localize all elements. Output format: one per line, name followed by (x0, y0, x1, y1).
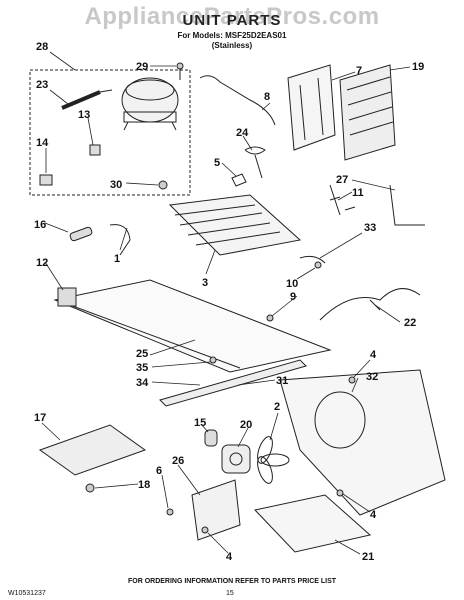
callout-24: 24 (236, 127, 249, 139)
model-info: For Models: MSF25D2EAS01 (Stainless) (0, 31, 464, 51)
screw-part-6[interactable] (166, 508, 174, 516)
pad-part[interactable] (38, 424, 147, 476)
finish-line: (Stainless) (211, 41, 253, 50)
ordering-note: FOR ORDERING INFORMATION REFER TO PARTS … (127, 578, 337, 585)
callout-17: 17 (34, 412, 46, 424)
callout-5: 5 (214, 157, 220, 169)
bolt-part[interactable] (176, 62, 184, 80)
shroud-part[interactable] (287, 64, 336, 151)
callout-27: 27 (336, 174, 348, 186)
drain-clip-part[interactable] (329, 196, 356, 211)
callout-4-bottom: 4 (226, 551, 233, 563)
watermark: AppliancePartsPros.com (84, 3, 380, 30)
callout-2: 2 (274, 401, 280, 413)
callout-30: 30 (110, 179, 122, 191)
callout-28: 28 (36, 41, 48, 53)
tube-part[interactable] (69, 226, 93, 242)
callout-33: 33 (364, 222, 376, 234)
callout-11: 11 (352, 187, 364, 199)
grommet-part[interactable] (158, 180, 168, 190)
callout-3: 3 (202, 277, 208, 289)
base-frame-part[interactable] (53, 279, 332, 373)
screw-part-9[interactable] (266, 314, 274, 322)
bracket-part[interactable] (57, 287, 77, 307)
callout-29: 29 (136, 61, 148, 73)
drain-tube-part[interactable] (329, 184, 425, 226)
callout-9: 9 (290, 291, 296, 303)
callout-10: 10 (286, 278, 298, 290)
callout-23: 23 (36, 79, 48, 91)
wire-harness-part[interactable] (319, 288, 421, 321)
callout-4-right: 4 (370, 509, 377, 521)
callout-16: 16 (34, 219, 46, 231)
fan-blade-part[interactable] (255, 435, 290, 485)
start-device-part[interactable] (39, 174, 53, 186)
page-number: 15 (226, 590, 234, 597)
screw-part-35[interactable] (209, 356, 217, 364)
motor-bracket-part[interactable] (191, 479, 241, 541)
screw-part-4b[interactable] (336, 489, 344, 497)
screw-part-4a[interactable] (348, 376, 356, 384)
callout-6: 6 (156, 465, 162, 477)
callout-13: 13 (78, 109, 90, 121)
callout-15: 15 (194, 417, 206, 429)
page-title: UNIT PARTS (182, 12, 282, 29)
grommet-part-15[interactable] (204, 429, 218, 447)
callout-8: 8 (264, 91, 270, 103)
compressor[interactable] (121, 77, 179, 131)
condenser-part[interactable] (168, 194, 302, 256)
coil-part[interactable] (244, 146, 266, 179)
callout-32: 32 (366, 371, 378, 383)
callout-19: 19 (412, 61, 424, 73)
callout-7: 7 (356, 65, 362, 77)
document-id: W10531237 (8, 590, 46, 597)
relay-part[interactable] (61, 89, 113, 110)
screw-part-10[interactable] (314, 261, 322, 269)
callout-34: 34 (136, 377, 149, 389)
fan-housing-part[interactable] (279, 369, 446, 516)
models-line: For Models: MSF25D2EAS01 (177, 31, 287, 40)
callout-18: 18 (138, 479, 150, 491)
callout-26: 26 (172, 455, 184, 467)
harness-part[interactable] (109, 224, 131, 256)
callout-22: 22 (404, 317, 416, 329)
clip-part[interactable] (231, 173, 247, 187)
callout-21: 21 (362, 551, 374, 563)
fan-motor-part[interactable] (221, 444, 251, 474)
tubing-part[interactable] (199, 75, 276, 126)
tube-clip-part[interactable] (299, 255, 326, 264)
screw-part-4c[interactable] (201, 526, 209, 534)
evaporator-part[interactable] (339, 64, 396, 161)
callout-14: 14 (36, 137, 49, 149)
capacitor-part[interactable] (89, 144, 101, 156)
compressor-group-box (29, 69, 191, 196)
callout-31: 31 (276, 375, 288, 387)
callout-1: 1 (114, 253, 120, 265)
foot-part[interactable] (85, 483, 95, 493)
callout-20: 20 (240, 419, 252, 431)
callout-12: 12 (36, 257, 48, 269)
rail-part[interactable] (159, 359, 307, 407)
callout-35: 35 (136, 362, 148, 374)
leader-lines (41, 51, 411, 555)
callout-4-top: 4 (370, 349, 377, 361)
callout-25: 25 (136, 348, 148, 360)
drain-pan-part[interactable] (254, 494, 372, 553)
